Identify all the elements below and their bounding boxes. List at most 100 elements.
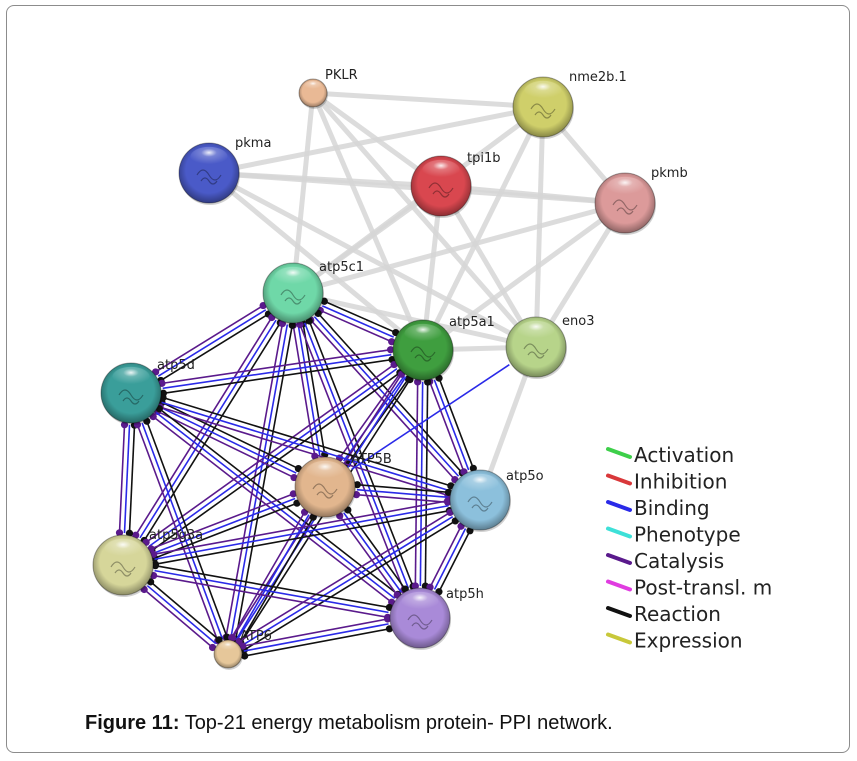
edge-endpoint [149,550,158,558]
node-label: PKLR [325,68,358,83]
node-label: atp5a1 [449,315,495,330]
interaction-edge [123,424,131,534]
interaction-edge [303,322,410,589]
edge-endpoint [120,421,129,429]
legend-item-phenotype: Phenotype [606,523,741,547]
edge-endpoint [289,490,297,498]
edge-endpoint [309,513,317,521]
node-label: pkma [235,136,271,151]
interaction-edge [297,324,321,456]
edge-endpoint [215,636,223,644]
interaction-edge [154,569,389,614]
node-label: atp5o [506,469,544,484]
interaction-edge [157,410,295,479]
interaction-edge [231,511,306,639]
protein-node-atp5a1[interactable]: atp5a1 [392,315,495,382]
legend-item-expression: Expression [606,629,743,653]
interaction-edge [159,406,297,474]
interaction-edge [235,514,310,641]
figure-frame [6,5,850,753]
interaction-edge [319,309,393,343]
interaction-edge [153,500,448,556]
interaction-edge [161,348,391,385]
edge-endpoint [159,393,167,402]
edge-endpoint [133,421,142,429]
association-edge [290,92,316,294]
interaction-edge [136,424,219,642]
interaction-edge [151,372,401,552]
interaction-edge [414,381,419,586]
edge-endpoint [288,321,296,329]
node-label: pkmb [651,166,688,181]
interaction-edge [154,504,449,561]
association-edge [420,105,546,352]
interaction-edge [154,502,298,559]
protein-node-atp5c1[interactable]: atp5c1 [262,260,364,325]
edge-endpoint [115,529,124,537]
edge-endpoint [426,583,434,591]
protein-node-atp6[interactable]: ATP6 [213,629,272,670]
legend-label: Post-transl. m [634,576,772,600]
edge-endpoint [387,346,395,354]
edge-endpoint [228,634,236,642]
interaction-edge [152,415,393,603]
edge-endpoint [158,379,166,387]
interaction-edge [160,313,269,382]
interaction-edge [157,309,267,377]
legend-swatch [606,553,632,565]
protein-node-pkmb[interactable]: pkmb [594,166,688,235]
interaction-edge [146,585,217,645]
node-label: tpi1b [467,151,500,166]
interaction-edge [338,372,401,459]
edge-endpoint [132,531,140,539]
edge-endpoint [125,529,134,537]
interaction-edge [238,511,451,643]
legend-swatch [606,579,632,592]
interaction-edge [118,424,126,533]
legend-item-inhibition: Inhibition [606,470,727,494]
protein-node-pklr[interactable]: PKLR [298,68,358,109]
interaction-edge [143,588,214,649]
legend-item-binding: Binding [606,496,710,520]
node-label: atp5g3a [149,528,203,543]
legend-label: Expression [634,629,743,653]
node-label: atp5c1 [319,260,364,275]
protein-node-atp5g3a[interactable]: atp5g3a [92,528,203,597]
edge-endpoint [259,301,267,310]
interaction-edge [428,381,465,473]
interaction-edge [139,319,277,539]
protein-node-atp5o[interactable]: atp5o [449,469,544,532]
association-edge [292,290,537,350]
protein-node-atp5b[interactable]: ATP5B [294,452,392,519]
interaction-edge [161,401,450,492]
protein-node-pkma[interactable]: pkma [178,136,271,205]
interaction-edge [146,420,228,638]
protein-node-eno3[interactable]: eno3 [505,314,594,379]
legend-item-reaction: Reaction [606,602,721,626]
interaction-edge [155,509,450,565]
edge-legend: ActivationInhibitionBindingPhenotypeCata… [606,443,772,653]
edge-endpoint [444,488,453,496]
protein-node-nme2b-1[interactable]: nme2b.1 [512,70,627,139]
protein-node-atp5h[interactable]: atp5h [389,587,484,650]
edge-endpoint [150,571,158,580]
legend-label: Binding [634,496,710,520]
interaction-edge [155,564,390,609]
protein-node-atp5d[interactable]: atp5d [100,358,195,425]
legend-swatch [606,500,632,512]
edge-endpoint [388,338,396,346]
interaction-edge [347,509,406,590]
legend-label: Reaction [634,602,721,626]
association-edge [292,200,626,296]
edge-endpoint [239,642,247,650]
interaction-edge [292,325,316,457]
interaction-edge [357,483,449,494]
interaction-edge [145,363,395,543]
interaction-edge [323,300,397,334]
edge-endpoint [424,378,432,386]
association-edge [207,171,425,352]
nodes: PKLR nme2b.1 pkma tpi1b pkmb atp5c1 atp5a1 eno3… [92,68,688,670]
interaction-edge [159,406,449,497]
interaction-edge [163,358,393,395]
protein-node-tpi1b[interactable]: tpi1b [410,151,500,218]
